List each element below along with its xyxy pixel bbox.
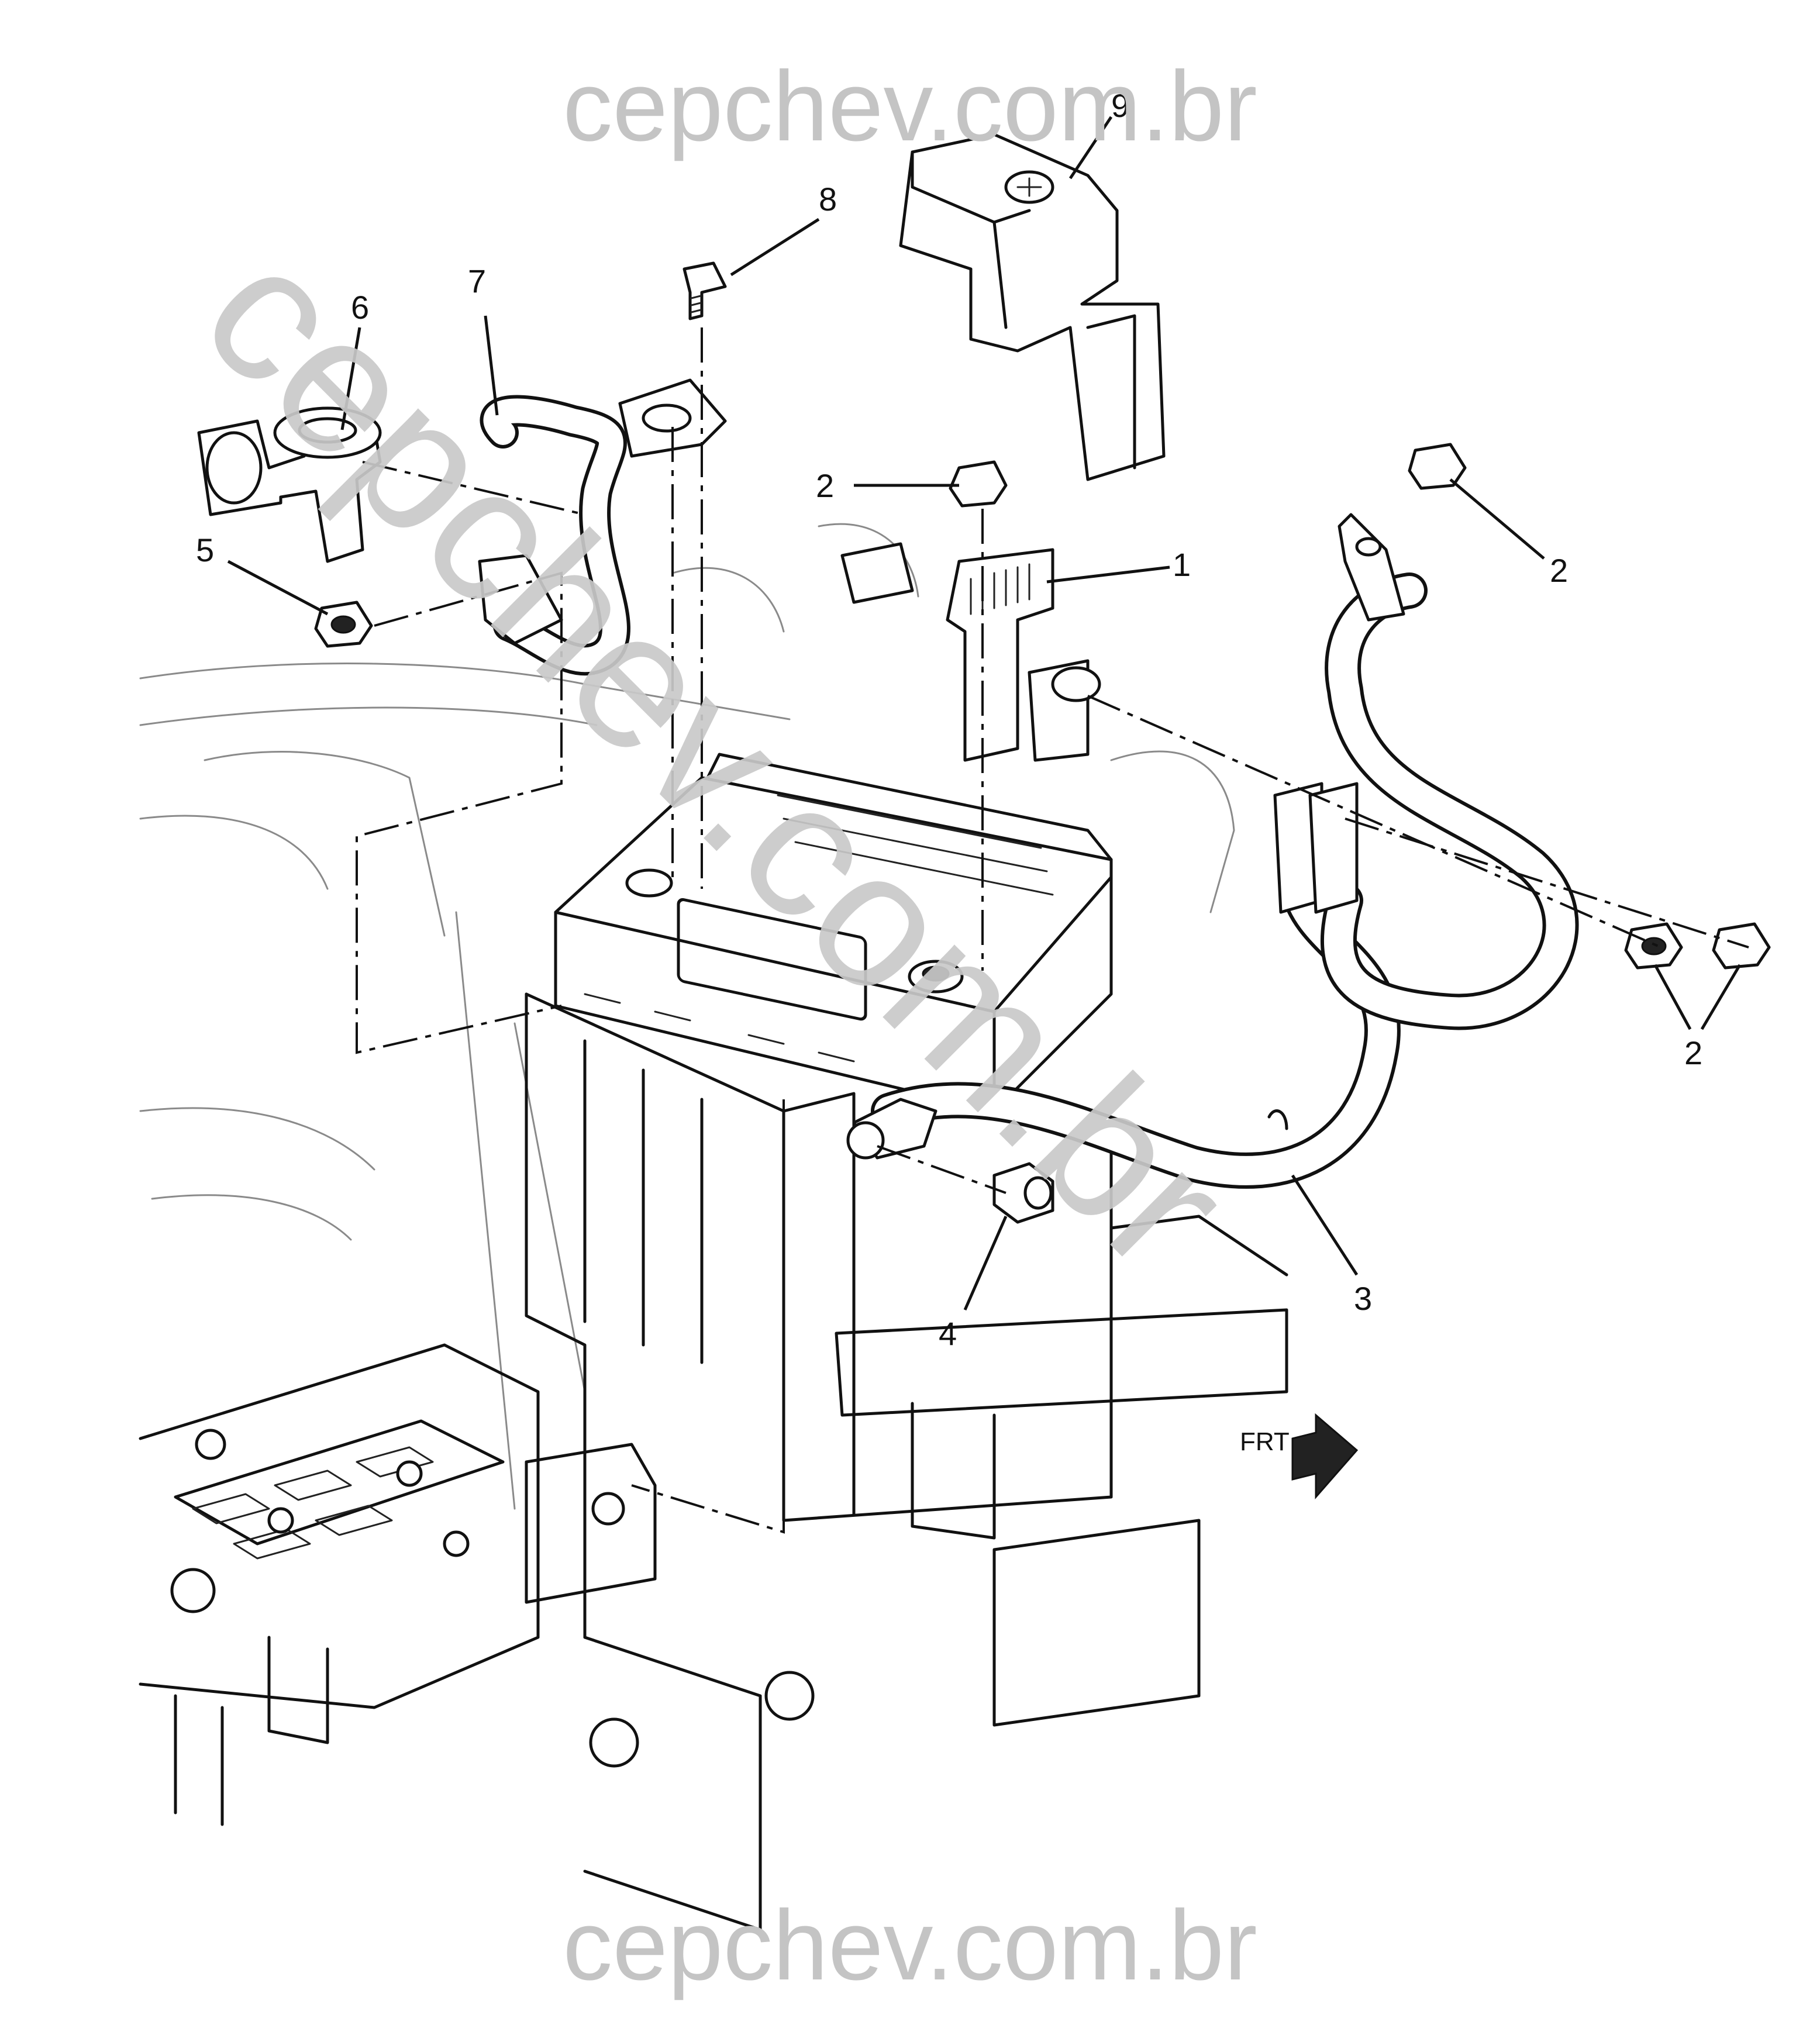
- part-2-nut-top: [949, 460, 1008, 508]
- callout-9: 9: [1111, 87, 1129, 124]
- fasteners: [314, 261, 1771, 1224]
- callout-2-right-bottom: 2: [1684, 1034, 1702, 1071]
- negative-terminal-post: [625, 868, 673, 898]
- part-6-current-sensor: [197, 406, 382, 563]
- callout-labels: 9 8 7 6 5 2 1 2 2 3 4: [196, 87, 1702, 1352]
- callout-3: 3: [1354, 1280, 1372, 1317]
- callout-8: 8: [819, 181, 837, 218]
- callout-6: 6: [351, 289, 369, 326]
- watermark-bottom: cepchev.com.br: [563, 1890, 1257, 2001]
- battery: [554, 753, 1113, 1113]
- callout-1: 1: [1173, 546, 1191, 583]
- part-9-terminal-cover: [899, 133, 1166, 481]
- callout-2-right-top: 2: [1550, 552, 1568, 589]
- watermark-top: cepchev.com.br: [563, 51, 1257, 162]
- part-3-positive-cable: [846, 513, 1579, 1189]
- callout-leaders: [227, 116, 1742, 1311]
- battery-tray: [525, 992, 1288, 1931]
- part-7-negative-cable: [478, 378, 727, 676]
- vehicle-structure-background: [139, 523, 1235, 1510]
- callout-4: 4: [939, 1315, 957, 1352]
- front-arrow-icon: [1291, 1413, 1359, 1499]
- part-1-fuse-block: [840, 542, 1101, 762]
- callout-5: 5: [196, 532, 214, 568]
- exploded-view-lines: [356, 327, 1749, 1534]
- transmission-assembly: [139, 1343, 815, 1826]
- callout-2-top: 2: [816, 467, 834, 504]
- front-direction-marker: FRT: [1240, 1413, 1359, 1499]
- frt-label: FRT: [1240, 1427, 1290, 1456]
- callout-7: 7: [468, 263, 486, 299]
- part-8-bolt: [682, 261, 727, 320]
- part-2-nut-right-top: [1408, 443, 1467, 490]
